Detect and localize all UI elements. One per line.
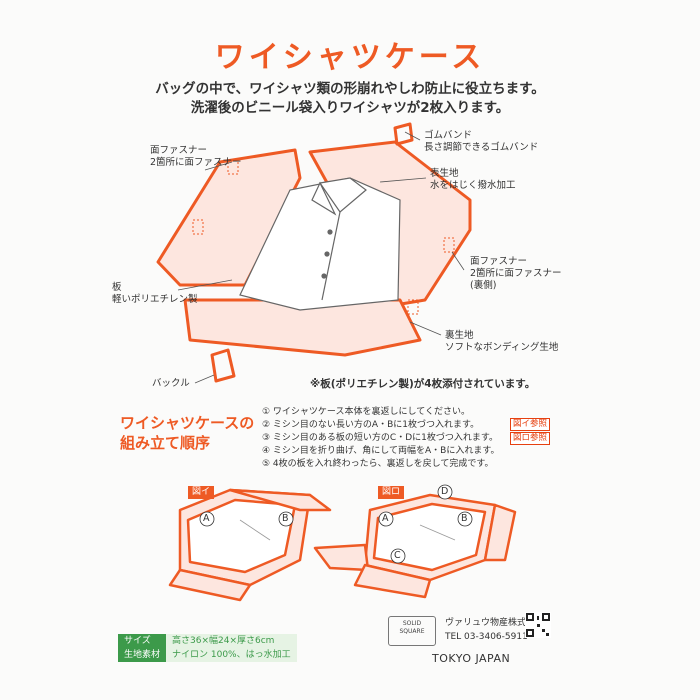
step-1: ① ワイシャツケース本体を裏返しにしてください。	[262, 407, 470, 417]
label-buckle: バックル	[152, 378, 190, 389]
label-zipper-left: 面ファスナー 2箇所に面ファスナー	[150, 145, 242, 168]
step-3: ③ ミシン目のある板の短い方のC・Dに1枚づつ入れます。	[262, 433, 498, 443]
page-title: ワイシャツケース	[214, 40, 486, 75]
spec-size-value: 高さ36×幅24×厚さ6cm	[166, 634, 297, 648]
fig-b-label-c: C	[394, 550, 401, 561]
figure-b-tag: 図ロ	[378, 486, 405, 499]
company-name: ヴァリュウ物産株式会社	[445, 618, 545, 628]
label-lining: 裏生地 ソフトなボンディング生地	[445, 330, 559, 353]
step-5: ⑤ 4枚の板を入れ終わったら、裏返しを戻して完成です。	[262, 459, 494, 469]
step-4: ④ ミシン目を折り曲げ、角にして両幅をA・Bに入れます。	[262, 446, 500, 456]
label-rubber-band: ゴムバンド 長さ調節できるゴムバンド	[424, 130, 539, 153]
spec-material-value: ナイロン 100%、はっ水加工	[166, 648, 297, 662]
qr-code-icon	[525, 612, 551, 638]
intro-line-2: 洗濯後のビニール袋入りワイシャツが2枚入ります。	[190, 100, 510, 116]
intro-line-1: バッグの中で、ワイシャツ類の形崩れやしわ防止に役立ちます。	[155, 81, 545, 97]
company-tel: TEL 03-3406-5911	[445, 632, 528, 642]
assembly-heading: ワイシャツケースの 組み立て順序	[120, 414, 255, 452]
label-board: 板 軽いポリエチレン製	[112, 282, 198, 305]
board-note: ※板(ポリエチレン製)が4枚添付されています。	[310, 378, 536, 390]
spec-size-key: サイズ	[118, 634, 167, 648]
company-info: ヴァリュウ物産株式会社 TEL 03-3406-5911	[445, 616, 544, 644]
fig-b-label-b: B	[461, 513, 468, 524]
ref-tag-b: 図ロ参照	[510, 432, 551, 445]
fig-b-label-d: D	[441, 486, 449, 497]
step-2: ② ミシン目のない長い方のA・Bに1枚づつ入れます。	[262, 420, 480, 430]
assembly-steps: ① ワイシャツケース本体を裏返しにしてください。 ② ミシン目のない長い方のA・…	[262, 406, 499, 471]
fig-a-label-a: A	[203, 513, 210, 524]
fig-a-label-b: B	[282, 513, 289, 524]
label-zipper-right: 面ファスナー 2箇所に面ファスナー (裏側)	[470, 256, 562, 291]
label-outer-fabric: 表生地 水をはじく撥水加工	[430, 168, 516, 191]
company-location: TOKYO JAPAN	[432, 652, 511, 665]
fig-b-label-a: A	[382, 513, 389, 524]
ref-tag-a: 図イ参照	[510, 418, 551, 431]
intro-text: バッグの中で、ワイシャツ類の形崩れやしわ防止に役立ちます。 洗濯後のビニール袋入…	[0, 80, 700, 118]
spec-material-key: 生地素材	[118, 648, 167, 662]
spec-table: サイズ 高さ36×幅24×厚さ6cm 生地素材 ナイロン 100%、はっ水加工	[118, 634, 297, 662]
figure-a-tag: 図イ	[188, 486, 215, 499]
